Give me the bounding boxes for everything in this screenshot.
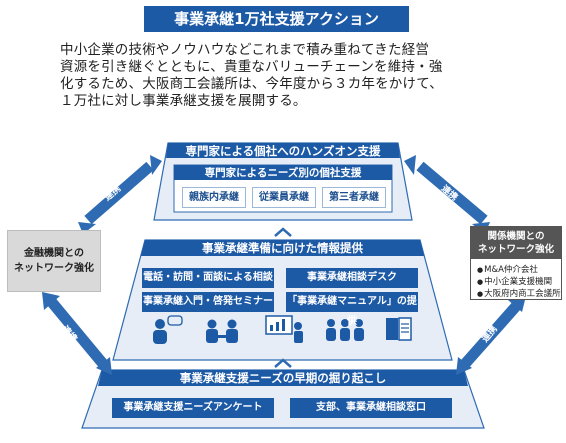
chip-phone-visit-consult: 電話・訪問・面談による相談 [142, 268, 274, 288]
meeting-icon [206, 319, 238, 343]
page-title: 事業承継1万社支援アクション [144, 6, 409, 32]
top-tier-inner-header-band [174, 165, 392, 180]
intro-line: 中小企業の技術やノウハウなどこれまで積み重ねてきた経営 [60, 42, 430, 58]
up-chevron-top [274, 227, 292, 237]
financial-network-box: 金融機関との ネットワーク強化 [7, 230, 101, 292]
list-item: 中小企業支援機関 [477, 276, 561, 288]
intro-line: 化するため、大阪商工会議所は、今年度から３カ年をかけて、 [60, 76, 443, 92]
top-tier-header: 専門家による個社へのハンズオン支援 [185, 144, 381, 158]
link-arrow-top-left [78, 155, 162, 234]
related-orgs-header: 関係機関との ネットワーク強化 [471, 227, 561, 259]
intro-paragraph: 中小企業の技術やノウハウなどこれまで積み重ねてきた経営 資源を引き継ぐとともに、… [60, 42, 520, 110]
bottom-tier-header-band [98, 370, 468, 386]
intro-line: 資源を引き継ぐとともに、貴重なバリューチェーンを維持・強 [60, 59, 443, 75]
mid-tier-header-band [141, 240, 424, 256]
chip-employee-succession: 従業員承継 [252, 187, 316, 208]
chip-consult-desk: 事業承継相談デスク [286, 268, 418, 288]
chip-family-succession: 親族内承継 [182, 187, 246, 208]
related-orgs-list: M&A仲介会社 中小企業支援機関 大阪府内商工会議所 [477, 264, 561, 300]
bottom-tier-header: 事業承継支援ニーズの早期の掘り起こし [179, 371, 387, 385]
up-chevron-bottom [274, 358, 292, 368]
chip-third-party-succession: 第三者承継 [322, 187, 386, 208]
financial-network-line2: ネットワーク強化 [14, 263, 94, 274]
audience-icon [326, 319, 364, 341]
financial-network-line1: 金融機関との [24, 248, 84, 259]
consultation-icon [153, 315, 183, 344]
link-arrow-bottom-right [456, 296, 526, 375]
related-orgs-network-box: 関係機関との ネットワーク強化 M&A仲介会社 中小企業支援機関 大阪府内商工会… [470, 226, 562, 300]
top-tier-header-band [166, 143, 400, 158]
related-orgs-header-line1: 関係機関との [487, 231, 545, 242]
chip-needs-survey: 事業承継支援ニーズアンケート [112, 398, 274, 418]
list-item: 大阪府内商工会議所 [477, 288, 561, 300]
related-orgs-header-line2: ネットワーク強化 [477, 244, 554, 255]
chip-intro-seminar: 事業承継入門・啓発セミナー [142, 292, 274, 312]
top-tier-inner-header: 専門家によるニーズ別の個社支援 [204, 167, 362, 179]
chip-branch-consult-window: 支部、事業承継相談窓口 [290, 398, 452, 418]
chip-manual-provision: 「事業承継マニュアル」の提供 [286, 292, 418, 327]
link-arrow-bottom-left [42, 292, 112, 375]
list-item: M&A仲介会社 [477, 264, 561, 276]
manual-icon [386, 317, 412, 341]
intro-line: １万社に対し事業承継支援を展開する。 [60, 93, 307, 109]
mid-tier-header: 事業承継準備に向けた情報提供 [202, 241, 363, 255]
seminar-icon [265, 315, 303, 343]
